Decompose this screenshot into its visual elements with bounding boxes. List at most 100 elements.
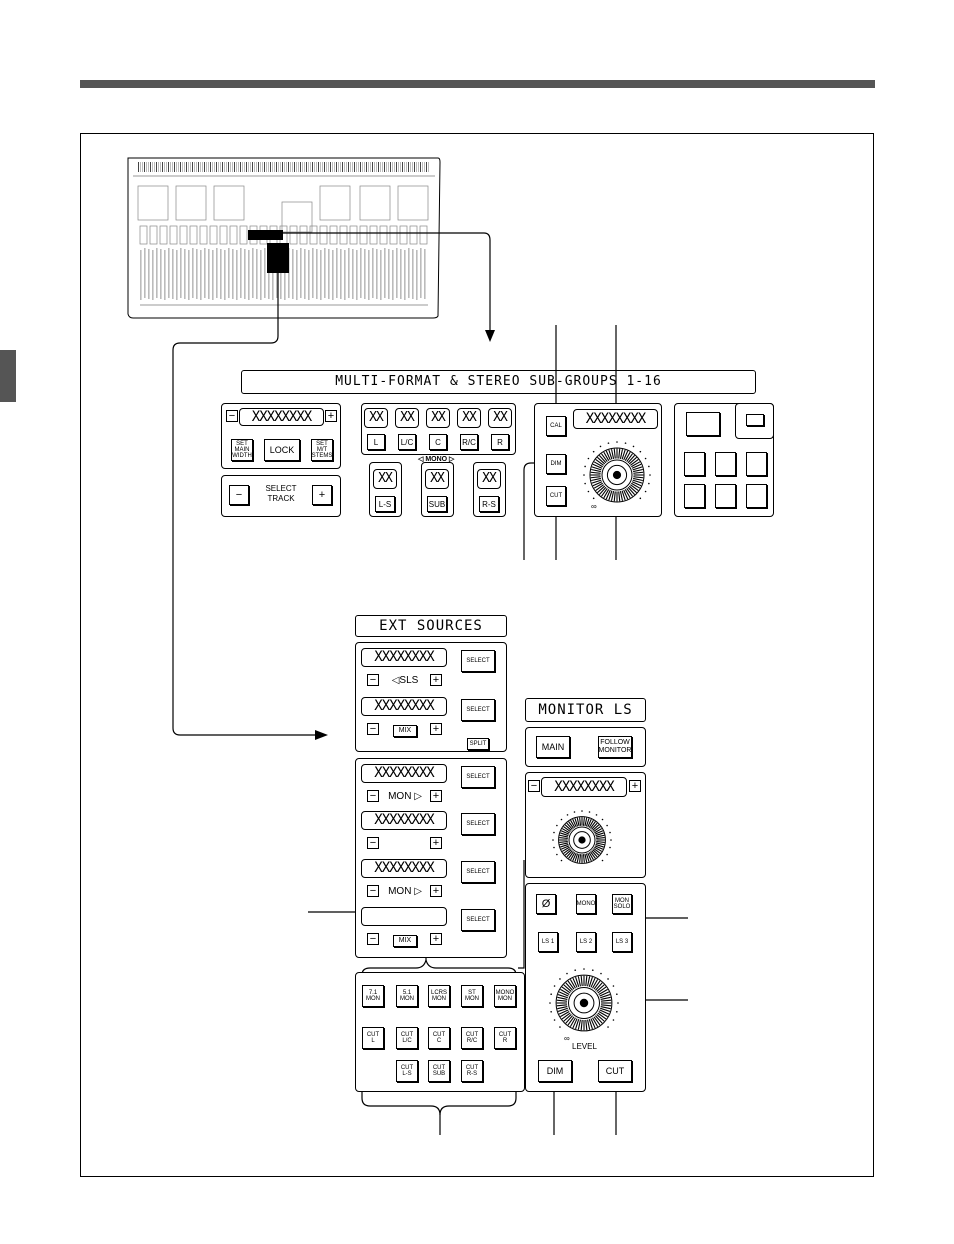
set-main-width-button[interactable]: SET MAIN WIDTH xyxy=(231,439,253,461)
cut-channel-button[interactable]: CUT R/C xyxy=(461,1027,483,1049)
function-grid-button[interactable] xyxy=(746,484,767,508)
ls-dim-button[interactable]: DIM xyxy=(538,1060,572,1082)
mono-label: ◁ MONO ▷ xyxy=(418,456,455,463)
cut-channel-button[interactable]: CUT R xyxy=(494,1027,516,1049)
lock-button[interactable]: LOCK xyxy=(264,439,300,461)
function-grid-button[interactable] xyxy=(684,452,705,476)
channel-sub-button[interactable]: SUB xyxy=(427,496,447,512)
main-button[interactable]: MAIN xyxy=(536,736,570,758)
ls2-button[interactable]: LS 2 xyxy=(576,932,596,952)
mon-format-button[interactable]: ST MON xyxy=(461,985,483,1007)
phase-button[interactable]: Ø xyxy=(536,894,556,914)
function-button-large[interactable] xyxy=(686,412,720,436)
channel-rs-button[interactable]: R-S xyxy=(479,496,499,512)
follow-monitor-button[interactable]: FOLLOW MONITOR xyxy=(598,736,632,758)
ext-source-label: MON ▷ xyxy=(388,886,422,897)
ls1-button[interactable]: LS 1 xyxy=(538,932,558,952)
mon-format-button[interactable]: LCRS MON xyxy=(428,985,450,1007)
split-button[interactable]: SPLIT xyxy=(467,738,489,750)
ext-source-display: XXXXXXXX xyxy=(361,697,447,716)
ext-source-mix-button[interactable]: MIX xyxy=(393,725,417,737)
cut-channel-button[interactable]: CUT L/C xyxy=(396,1027,418,1049)
level-display: XXXXXXXX xyxy=(573,409,658,429)
monitor-ls-title: MONITOR LS xyxy=(525,698,646,722)
ext-source-display: XXXXXXXX xyxy=(361,859,447,878)
trim-knob[interactable] xyxy=(548,806,616,874)
cut-channel-button[interactable]: CUT L-S xyxy=(396,1060,418,1082)
function-grid-button[interactable] xyxy=(746,452,767,476)
trim-plus-button[interactable]: + xyxy=(629,780,641,792)
ext-source-plus-button[interactable]: + xyxy=(430,933,442,945)
ext-source-display: XXXXXXXX xyxy=(361,811,447,830)
ext-source-minus-button[interactable]: − xyxy=(367,933,379,945)
width-plus-button[interactable]: + xyxy=(325,410,337,422)
cut-channel-button[interactable]: CUT C xyxy=(428,1027,450,1049)
ext-source-select-button[interactable]: SELECT xyxy=(461,909,495,931)
ext-source-select-button[interactable]: SELECT xyxy=(461,699,495,721)
cut-channel-button[interactable]: CUT R-S xyxy=(461,1060,483,1082)
channel-rs-display: XX xyxy=(477,469,501,489)
channel-ls-button[interactable]: L-S xyxy=(375,496,395,512)
ext-source-label: ◁SLS xyxy=(391,675,419,686)
trim-minus-button[interactable]: − xyxy=(528,780,540,792)
header-rule xyxy=(80,80,875,88)
ext-source-minus-button[interactable]: − xyxy=(367,674,379,686)
ext-source-select-button[interactable]: SELECT xyxy=(461,813,495,835)
channel-c-display: XX xyxy=(426,408,450,428)
select-track-label: SELECT TRACK xyxy=(265,484,297,503)
channel-r-button[interactable]: R xyxy=(491,434,509,450)
cut-channel-button[interactable]: CUT L xyxy=(362,1027,384,1049)
ext-source-plus-button[interactable]: + xyxy=(430,674,442,686)
width-minus-button[interactable]: − xyxy=(226,410,238,422)
channel-r-display: XX xyxy=(488,408,512,428)
cut-button[interactable]: CUT xyxy=(546,486,566,506)
channel-rc-button[interactable]: R/C xyxy=(460,434,478,450)
ext-source-plus-button[interactable]: + xyxy=(430,790,442,802)
ext-source-select-button[interactable]: SELECT xyxy=(461,861,495,883)
channel-lc-button[interactable]: L/C xyxy=(398,434,416,450)
channel-c-button[interactable]: C xyxy=(429,434,447,450)
ext-source-select-button[interactable]: SELECT xyxy=(461,650,495,672)
mon-format-button[interactable]: 5.1 MON xyxy=(396,985,418,1007)
function-grid-button[interactable] xyxy=(715,452,736,476)
ext-source-display: XXXXXXXX xyxy=(361,764,447,783)
mon-solo-button[interactable]: MON SOLO xyxy=(612,894,632,914)
channel-l-button[interactable]: L xyxy=(367,434,385,450)
ls-cut-button[interactable]: CUT xyxy=(598,1060,632,1082)
dim-button[interactable]: DIM xyxy=(546,454,566,474)
ext-source-plus-button[interactable]: + xyxy=(430,837,442,849)
ext-sources-title: EXT SOURCES xyxy=(355,615,507,637)
ext-source-minus-button[interactable]: − xyxy=(367,790,379,802)
mon-format-button[interactable]: 7.1 MON xyxy=(362,985,384,1007)
width-display: XXXXXXXX xyxy=(239,408,324,426)
mon-format-button[interactable]: MONO MON xyxy=(494,985,516,1007)
ext-source-minus-button[interactable]: − xyxy=(367,723,379,735)
subgroups-title: MULTI-FORMAT & STEREO SUB-GROUPS 1-16 xyxy=(241,370,756,394)
ext-source-minus-button[interactable]: − xyxy=(367,885,379,897)
function-button-small[interactable] xyxy=(746,414,764,426)
function-grid-button[interactable] xyxy=(684,484,705,508)
channel-l-display: XX xyxy=(364,408,388,428)
ls-infinity-label: ∞ xyxy=(564,1034,570,1043)
cut-channel-button[interactable]: CUT SUB xyxy=(428,1060,450,1082)
function-grid-button[interactable] xyxy=(715,484,736,508)
ls-level-knob[interactable] xyxy=(546,965,622,1041)
channel-ls-display: XX xyxy=(373,469,397,489)
level-knob[interactable] xyxy=(580,438,654,512)
track-plus-button[interactable]: + xyxy=(312,485,332,505)
track-minus-button[interactable]: − xyxy=(229,485,249,505)
ext-source-plus-button[interactable]: + xyxy=(430,885,442,897)
ext-source-minus-button[interactable]: − xyxy=(367,837,379,849)
cal-button[interactable]: CAL xyxy=(546,416,566,436)
channel-rc-display: XX xyxy=(457,408,481,428)
set-mt-stems-button[interactable]: SET M/T STEMS xyxy=(311,439,333,461)
infinity-label: ∞ xyxy=(591,502,597,511)
channel-sub-display: XX xyxy=(425,469,449,489)
ext-source-select-button[interactable]: SELECT xyxy=(461,766,495,788)
ext-source-mix-button[interactable]: MIX xyxy=(393,935,417,947)
ls3-button[interactable]: LS 3 xyxy=(612,932,632,952)
level-label: LEVEL xyxy=(572,1042,597,1051)
mono-button[interactable]: MONO xyxy=(576,894,596,914)
figure-frame xyxy=(80,133,874,1177)
ext-source-plus-button[interactable]: + xyxy=(430,723,442,735)
